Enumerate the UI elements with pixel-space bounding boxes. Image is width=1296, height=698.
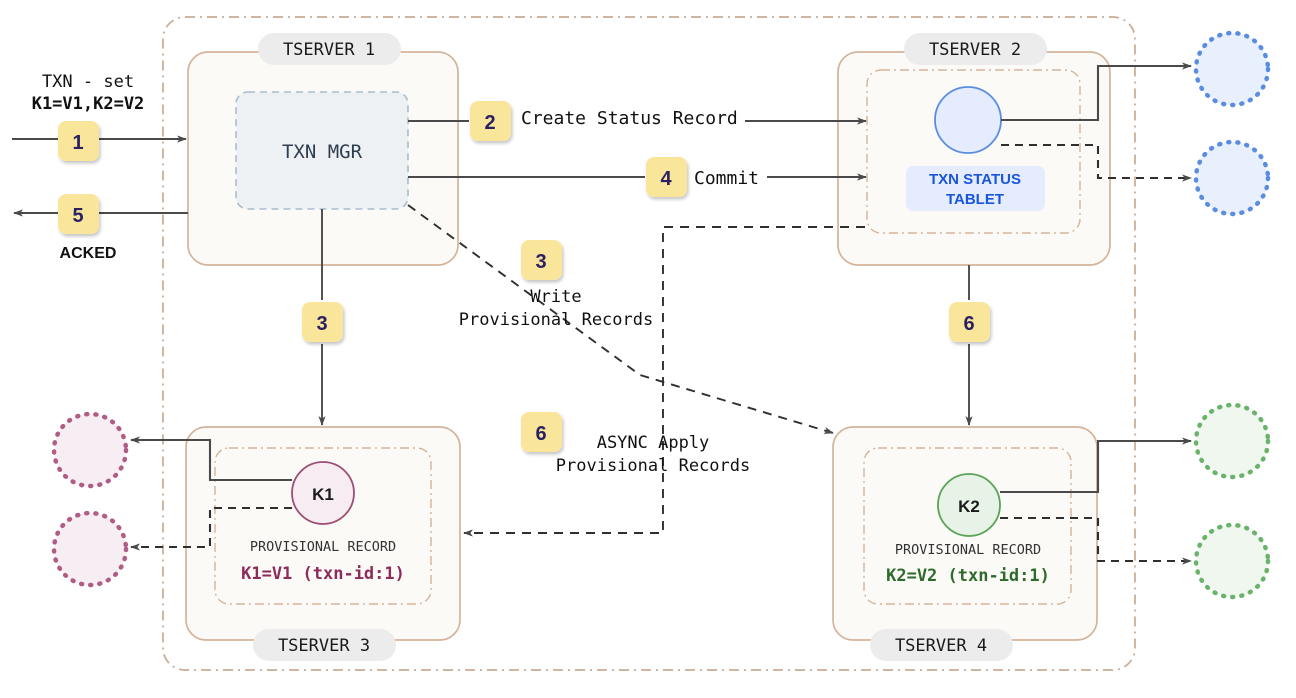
- tserver-4-record-region: [863, 447, 1072, 605]
- step-badge-1-number: 1: [72, 132, 83, 154]
- write-provisional-line1: Write: [530, 287, 581, 307]
- replica-circle-blue-2: [1193, 139, 1271, 217]
- replica-circle-green-2: [1193, 522, 1271, 600]
- step-badge-5: [58, 194, 99, 234]
- step-badge-3-vertical-number: 3: [316, 313, 327, 335]
- k1-label: K1: [312, 485, 334, 504]
- k2-circle: [937, 473, 1001, 537]
- step-badge-2: [470, 101, 511, 141]
- tserver-3-label: TSERVER 3: [278, 636, 370, 656]
- tserver-4-pill: TSERVER 4: [870, 629, 1013, 661]
- arrow-k1-to-replica-pink-2: [130, 506, 292, 551]
- tserver-4-label: TSERVER 4: [895, 636, 987, 656]
- k1-record-heading: PROVISIONAL RECORD: [250, 539, 396, 555]
- step-badge-6-vertical: [949, 302, 990, 342]
- arrow-tablet-to-replica-blue-1: [1001, 62, 1192, 122]
- async-apply-line2: Provisional Records: [556, 456, 750, 476]
- step-badge-6-vertical-number: 6: [963, 313, 974, 335]
- tserver-3-record-region: [214, 447, 432, 605]
- replica-circle-green-1: [1193, 402, 1271, 480]
- arrow-k1-to-replica-pink-1: [130, 436, 292, 482]
- replica-circle-pink-1: [51, 411, 129, 489]
- txn-mgr-label: TXN MGR: [282, 141, 363, 163]
- tserver-2-box: [837, 51, 1111, 266]
- k2-record-heading: PROVISIONAL RECORD: [895, 542, 1041, 558]
- step-badge-5-number: 5: [72, 205, 83, 227]
- arrow-tablet-to-replica-blue-2: [1001, 143, 1192, 182]
- k1-record-value: K1=V1 (txn-id:1): [241, 564, 405, 584]
- step-badge-3-vertical: [302, 302, 343, 342]
- commit-label: Commit: [694, 168, 759, 189]
- request-label-line2: K1=V1,K2=V2: [32, 94, 145, 114]
- txn-status-tablet-line1: TXN STATUS: [929, 171, 1021, 188]
- arrow-step-6-async-apply: [463, 226, 865, 537]
- tserver-2-label: TSERVER 2: [929, 40, 1021, 60]
- cluster-boundary: [162, 16, 1136, 671]
- arrow-step-3-write-provisional: [407, 204, 834, 434]
- txn-status-tablet-line2: TABLET: [946, 191, 1004, 208]
- tserver-2-tablet-region: [866, 69, 1081, 234]
- replica-circle-blue-1: [1193, 30, 1271, 108]
- write-provisional-line2: Provisional Records: [459, 310, 653, 330]
- step-badge-2-number: 2: [484, 112, 495, 134]
- async-apply-line1: ASYNC Apply: [597, 433, 710, 453]
- step-badge-3-write-number: 3: [535, 251, 546, 273]
- step-badge-6-async-number: 6: [535, 423, 546, 445]
- arrow-k2-to-replica-green-1: [1000, 437, 1192, 494]
- k1-circle: [291, 461, 355, 525]
- create-status-record-label: Create Status Record: [521, 108, 738, 129]
- k2-record-value: K2=V2 (txn-id:1): [886, 566, 1050, 586]
- txn-status-tablet-circle: [934, 86, 1002, 154]
- tserver-1-pill: TSERVER 1: [258, 33, 401, 65]
- tserver-3-box: [185, 426, 461, 641]
- acked-label: ACKED: [60, 245, 117, 262]
- txn-status-tablet-badge: [906, 166, 1045, 211]
- request-label-line1: TXN - set: [42, 72, 134, 92]
- arrow-k2-to-replica-green-2: [1000, 516, 1192, 565]
- replica-circle-pink-2: [51, 510, 129, 588]
- tserver-2-pill: TSERVER 2: [904, 33, 1047, 65]
- step-badge-4: [646, 157, 687, 197]
- step-badge-3-write: [521, 240, 562, 280]
- step-badge-4-number: 4: [660, 168, 672, 190]
- step-badge-1: [58, 121, 99, 161]
- step-badge-6-async: [521, 412, 562, 452]
- tserver-3-pill: TSERVER 3: [253, 629, 396, 661]
- k2-label: K2: [958, 497, 980, 516]
- tserver-1-label: TSERVER 1: [283, 40, 375, 60]
